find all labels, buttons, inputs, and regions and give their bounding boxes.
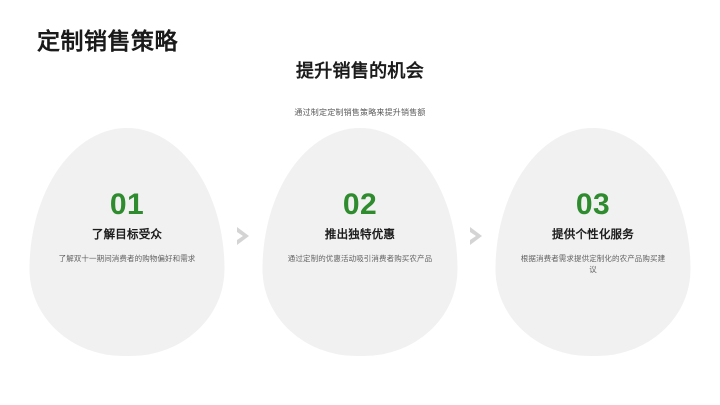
step-title-2: 推出独特优惠 [324,229,396,241]
process-step-3[interactable]: 03 提供个性化服务 根据消费者需求提供定制化的农产品购买建议 [491,128,696,358]
blob-shape-1 [29,128,225,356]
blob-shape-3 [495,128,691,356]
section-heading: 提升销售的机会 [295,61,425,81]
step-description-3: 根据消费者需求提供定制化的农产品购买建议 [520,253,666,275]
step-number-3: 03 [575,188,611,221]
process-step-3-content: 03 提供个性化服务 根据消费者需求提供定制化的农产品购买建议 [491,128,696,358]
blob-shape-2 [262,128,458,356]
step-description-1: 了解双十一期间消费者的购物偏好和需求 [58,253,196,263]
process-flow: 01 了解目标受众 了解双十一期间消费者的购物偏好和需求 02 推出独特优惠 通… [0,128,720,360]
process-step-1-content: 01 了解目标受众 了解双十一期间消费者的购物偏好和需求 [25,128,230,358]
process-step-2[interactable]: 02 推出独特优惠 通过定制的优惠活动吸引消费者购买农产品 [258,128,463,358]
connector-1 [230,128,258,358]
process-step-1[interactable]: 01 了解目标受众 了解双十一期间消费者的购物偏好和需求 [25,128,230,358]
step-title-3: 提供个性化服务 [552,229,634,241]
step-description-2: 通过定制的优惠活动吸引消费者购买农产品 [287,253,433,263]
step-number-2: 02 [342,188,378,221]
section-subtitle: 通过制定定制销售策略来提升销售额 [294,108,426,117]
connector-2 [463,128,491,358]
step-number-1: 01 [109,188,145,221]
process-step-2-content: 02 推出独特优惠 通过定制的优惠活动吸引消费者购买农产品 [258,128,463,358]
step-title-1: 了解目标受众 [91,229,163,241]
page-title: 定制销售策略 [37,28,178,54]
